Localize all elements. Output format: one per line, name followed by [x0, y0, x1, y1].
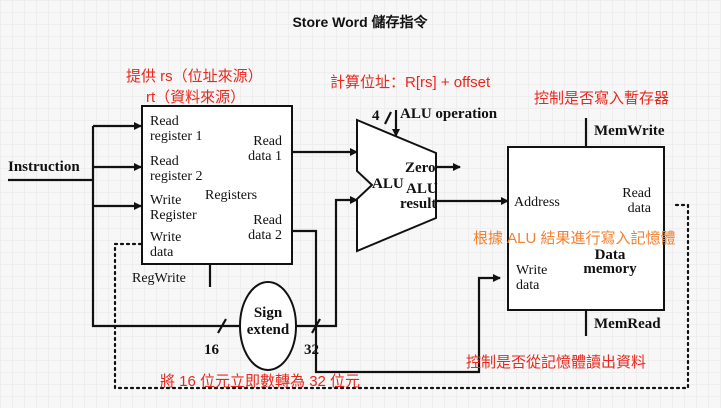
registers-block: [141, 105, 293, 265]
sign-extend-output: [296, 196, 358, 328]
alu-label-left: ALU: [372, 176, 404, 192]
registers-name: Registers: [205, 188, 257, 203]
read-data-2-label: Read: [253, 213, 282, 228]
read-register-1-label: Read: [150, 114, 179, 129]
annotation-sign-extend: 將 16 位元立即數轉為 32 位元: [160, 373, 360, 390]
read-register-1-label-2: register 1: [150, 129, 202, 144]
annotation-control-read-memory: 控制是否從記憶體讀出資料: [466, 354, 646, 371]
read-data-1-label: Read: [253, 134, 282, 149]
write-data-mem-label-2: data: [516, 278, 540, 293]
page-title: Store Word 儲存指令: [292, 14, 428, 30]
annotation-compute-address: 計算位址：R[rs] + offset: [330, 73, 491, 91]
memwrite-label: MemWrite: [594, 123, 665, 139]
read-register-2-label: Read: [150, 154, 179, 169]
write-register-label-2: Register: [150, 208, 197, 223]
write-data-mem-label: Write: [516, 263, 547, 278]
memread-label: MemRead: [594, 316, 661, 332]
annotation-write-memory: 根據 ALU 結果進行寫入記憶體: [473, 229, 676, 247]
read-data-1-label-2: data 1: [248, 149, 282, 164]
address-label: Address: [514, 195, 560, 210]
write-register-label: Write: [150, 193, 181, 208]
alu-result-label: result: [400, 196, 436, 212]
read-data-2-label-2: data 2: [248, 228, 282, 243]
annotation-control-write-register: 控制是否寫入暫存器: [534, 89, 669, 107]
instruction-label: Instruction: [8, 159, 80, 175]
bits-16-label: 16: [204, 342, 220, 358]
data-memory-name-2: memory: [583, 261, 637, 277]
sign-extend-label-2: extend: [247, 322, 290, 338]
instruction-bus: [91, 140, 245, 328]
annotation-rt-source: rt（資料來源）: [146, 89, 245, 106]
alu-op-slash: [384, 111, 392, 125]
alu-operation-label: ALU operation: [400, 106, 498, 122]
read-data-2-wire: [292, 229, 501, 374]
write-data-label-2: data: [150, 245, 174, 260]
data-memory-name: Data: [595, 247, 626, 263]
sign-extend-label: Sign: [254, 305, 283, 321]
writeback-dotted-path: [113, 203, 690, 390]
annotation-provide-rs: 提供 rs（位址來源）: [126, 68, 263, 85]
read-data-mem-label-2: data: [628, 201, 652, 216]
alu-label-right: ALU: [406, 181, 438, 197]
read-data-mem-label: Read: [622, 186, 651, 201]
bits-16-slash: [217, 318, 227, 334]
write-data-label: Write: [150, 230, 181, 245]
alu-op-bits: 4: [372, 108, 380, 124]
alu-unit: [356, 118, 437, 253]
alu-zero-label: Zero: [405, 160, 436, 176]
read-register-2-label-2: register 2: [150, 169, 202, 184]
regwrite-label: RegWrite: [132, 271, 186, 286]
